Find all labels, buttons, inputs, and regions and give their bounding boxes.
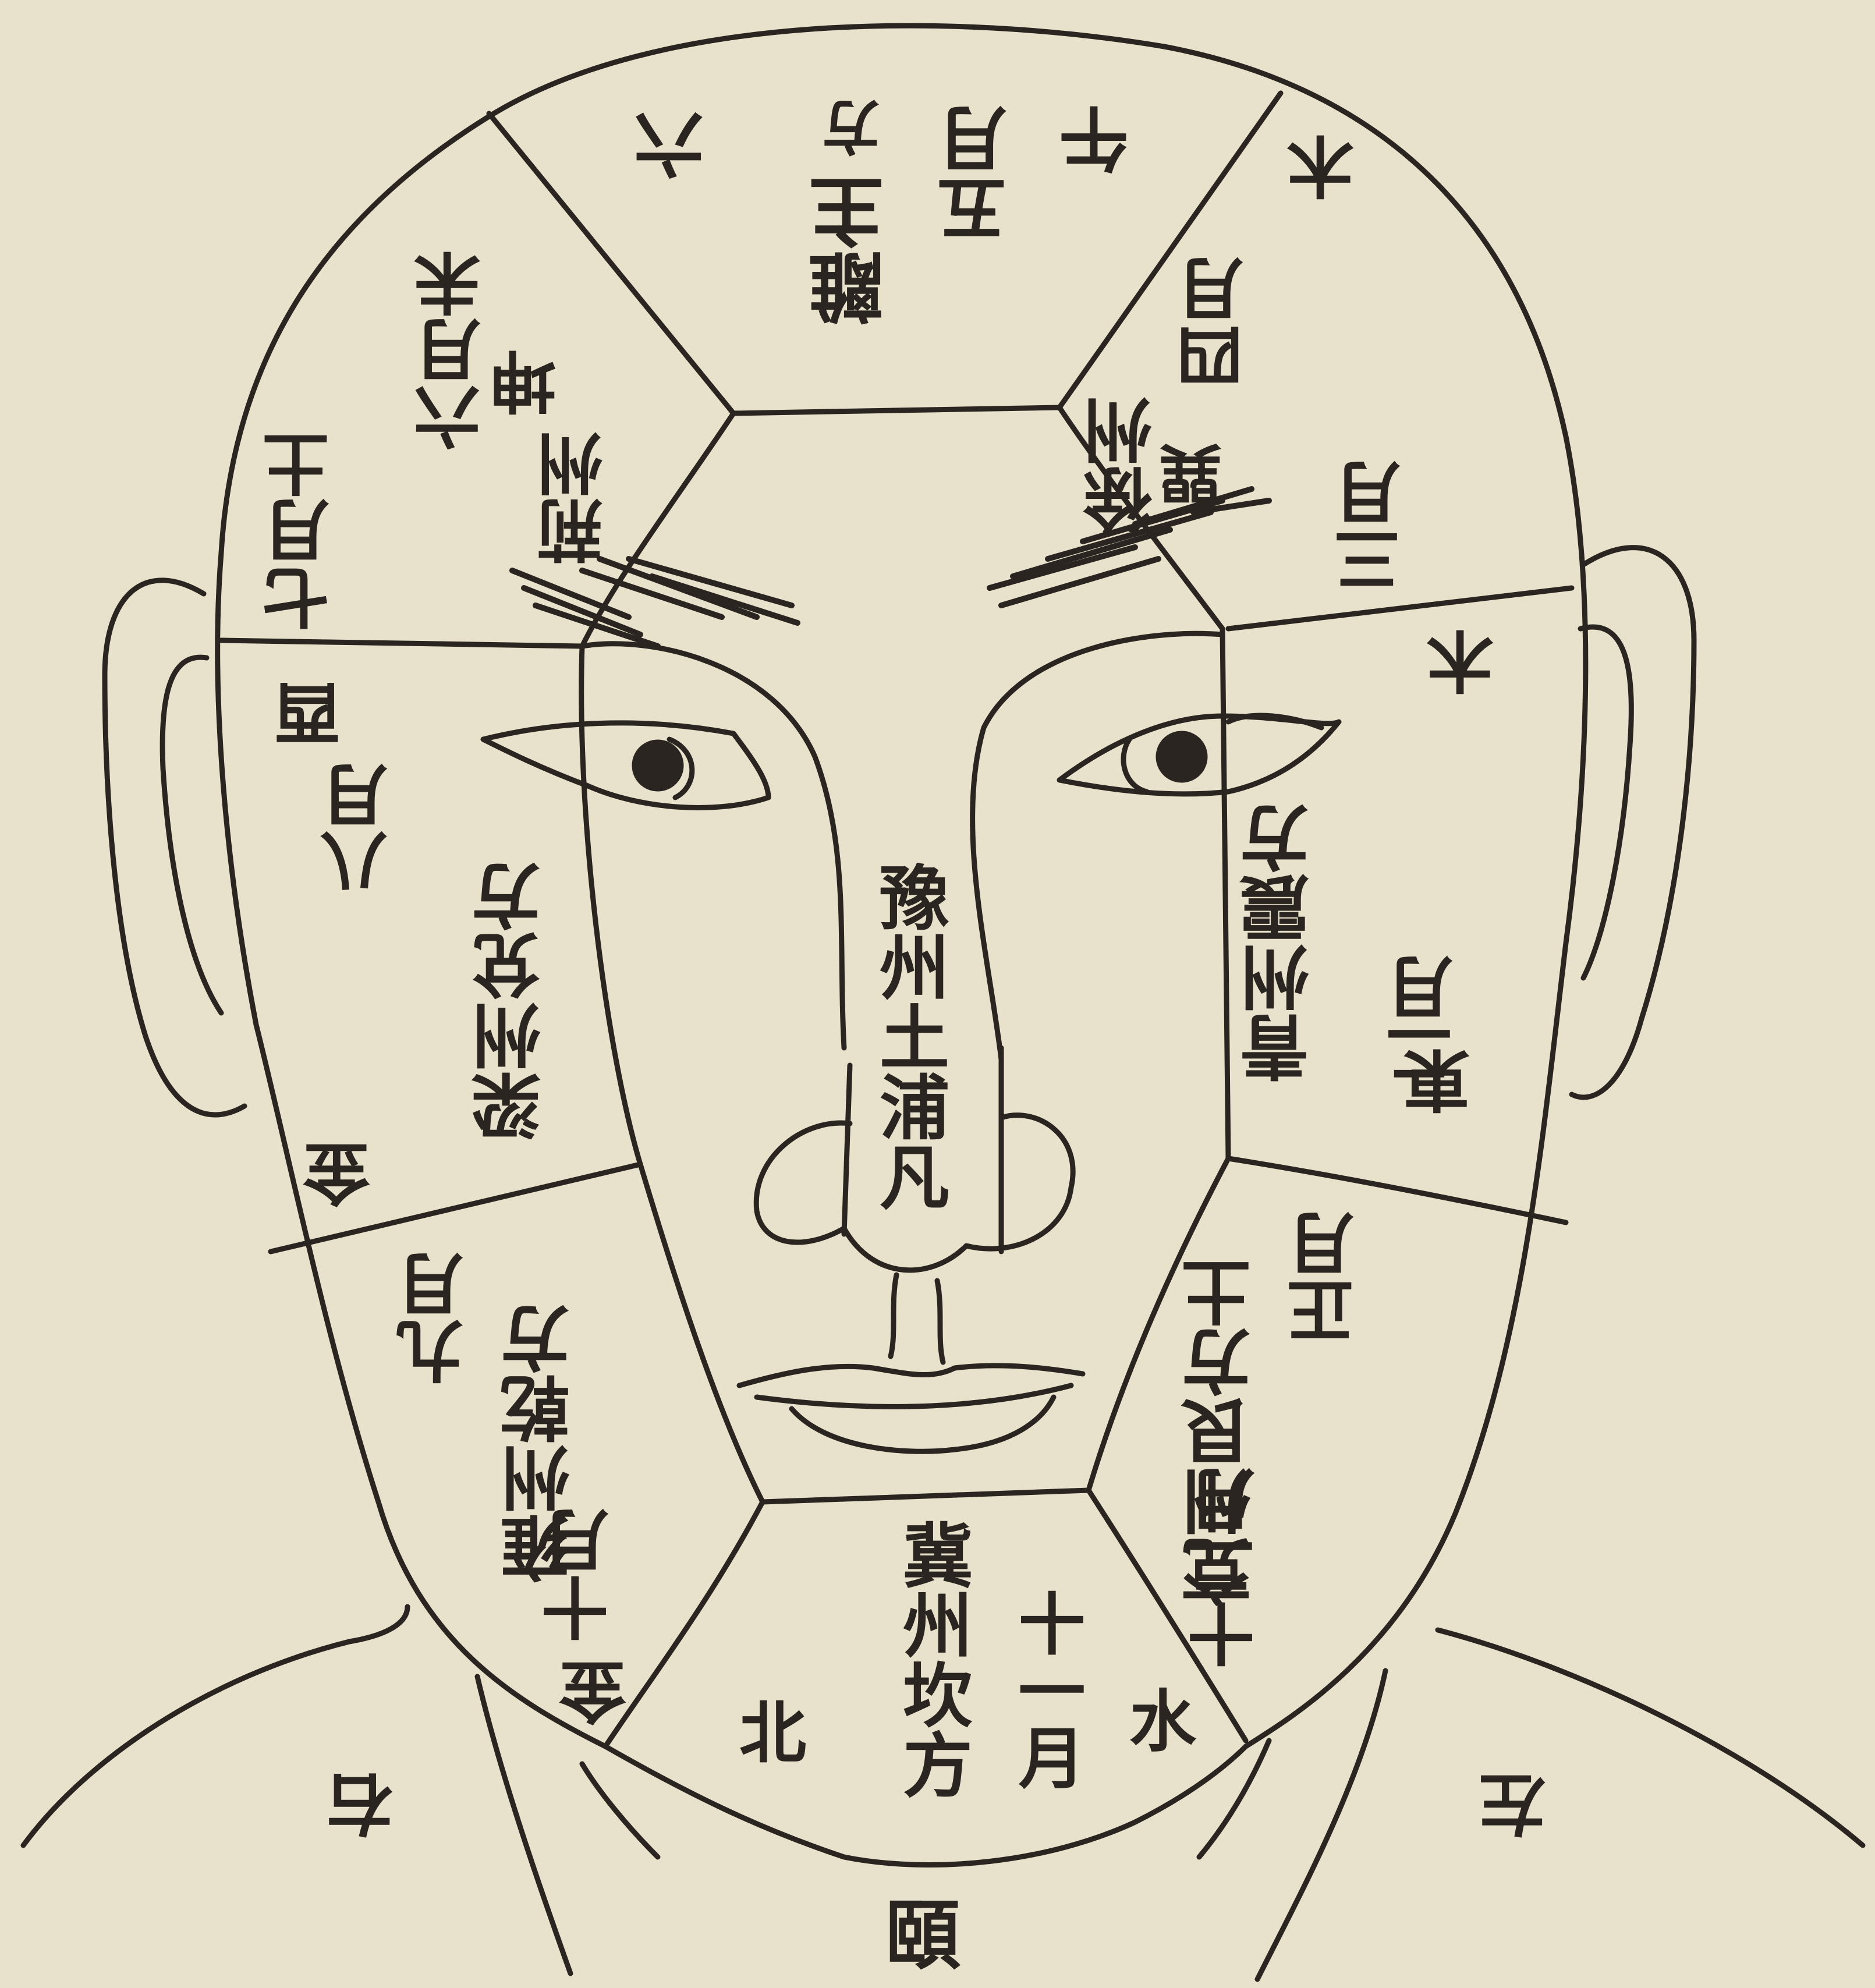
nose-bridge-left — [582, 644, 844, 1048]
label-upper-right-col3: 徐州 — [1089, 396, 1158, 536]
neck-inner-left — [582, 1764, 658, 1857]
label-east-col1: 木 — [1432, 629, 1499, 696]
label-chin-col1: 北 — [739, 1700, 806, 1767]
label-upper-left-col2: 坤 — [495, 349, 562, 416]
label-west-col4: 金 — [309, 1141, 375, 1208]
nostril-left — [844, 1065, 850, 1234]
left-ear-inner — [162, 657, 221, 1013]
label-lower-right-col1: 正月 — [1292, 1211, 1359, 1345]
right-eye-corner — [1228, 715, 1321, 728]
left-ear — [105, 580, 244, 1115]
mouth-line — [757, 1385, 1071, 1406]
label-chin-col4: 水 — [1129, 1688, 1196, 1755]
label-upper-left-col4: 荊州 — [541, 431, 608, 565]
label-top-col2: 五月 — [943, 105, 1013, 244]
label-top-col3: 離主 — [815, 175, 891, 326]
nose-bridge-right — [973, 633, 1222, 1059]
label-upper-right-col1: 木 — [1292, 134, 1359, 201]
chin-top-line — [763, 1490, 1089, 1502]
label-side-right: 右 — [326, 1770, 393, 1837]
label-chin-col2: 冀州坎方 — [896, 1519, 966, 1799]
right-eye-lid — [1123, 739, 1147, 792]
label-west-col3: 梁州兌方 — [477, 862, 547, 1141]
label-upper-left-col1: 六月未 — [419, 250, 486, 451]
right-ear — [1572, 548, 1694, 1097]
left-eyebrow — [512, 559, 798, 646]
left-eye-outline — [483, 723, 768, 808]
label-west-col1: 酉 — [279, 681, 346, 748]
label-top-col4: 六 — [640, 111, 710, 180]
label-lower-left-col3: 十月 — [547, 1508, 614, 1642]
neck-right-line — [1257, 1671, 1385, 1979]
label-top-col5: 方 — [827, 99, 885, 157]
right-cheek-mid-line — [1228, 1158, 1566, 1222]
label-west-col2: 八月 — [326, 763, 393, 896]
left-eye-pupil — [635, 742, 681, 789]
label-side-left: 左 — [1479, 1770, 1546, 1837]
label-top-col1: 午 — [1065, 105, 1135, 175]
label-upper-right-col2: 四月 — [1182, 256, 1249, 390]
temple-right-line — [1228, 588, 1572, 629]
label-chin-col3: 十一月 — [1013, 1589, 1080, 1790]
philtrum-left — [891, 1275, 896, 1356]
right-eye-pupil — [1158, 733, 1205, 780]
temple-left-line — [221, 640, 582, 646]
label-east-col4: 東 — [1409, 1048, 1476, 1115]
label-upper-left-col3: 七月土 — [268, 431, 335, 632]
label-lower-left-col1: 九月 — [402, 1252, 469, 1385]
label-lower-left-col4: 金 — [565, 1659, 632, 1726]
philtrum-right — [937, 1281, 943, 1362]
label-lower-right-col3: 十二月 — [1193, 1467, 1260, 1668]
label-upper-right-col4: 巽 — [1164, 442, 1228, 506]
upper-lip — [739, 1366, 1083, 1385]
label-upper-right-col5: 三月 — [1339, 460, 1406, 594]
label-nose: 豫州土浦凡 — [873, 862, 943, 1211]
label-bottom: 頤 — [885, 1898, 960, 1973]
label-east-col2: 青州震方 — [1246, 803, 1316, 1083]
